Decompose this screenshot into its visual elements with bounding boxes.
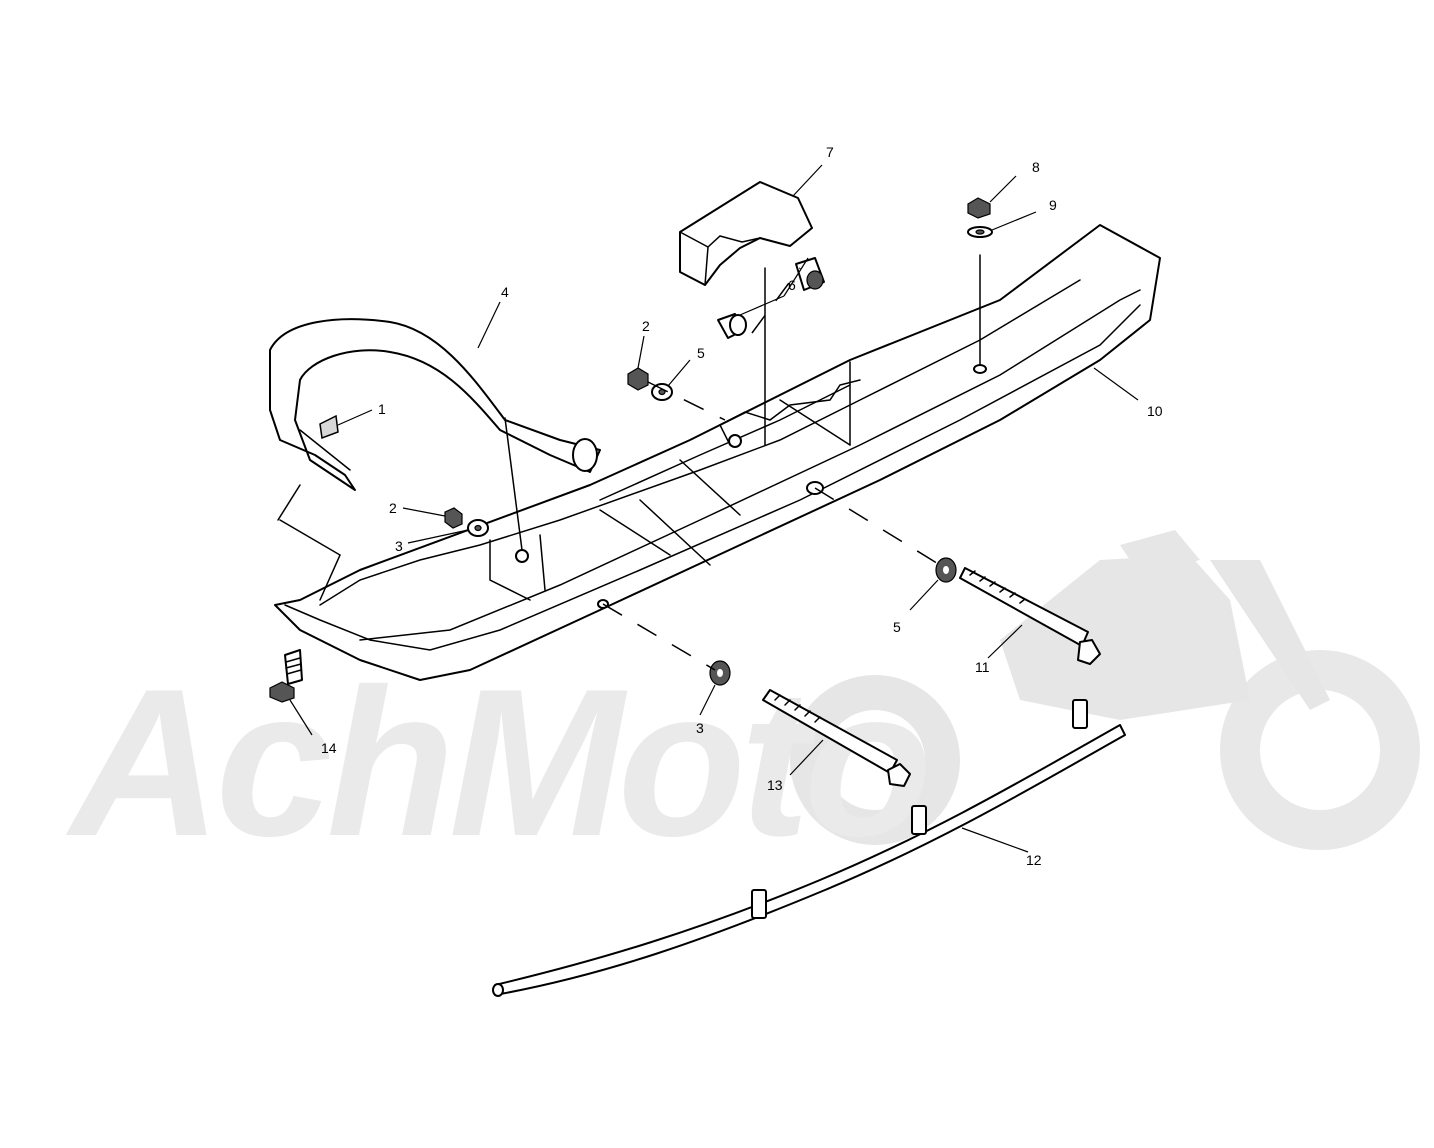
callout-13: 13 <box>767 777 783 793</box>
callouts: 1 2 3 4 2 5 6 7 8 9 10 5 3 11 13 12 14 <box>321 144 1163 868</box>
part-12-wear-bar <box>492 699 1126 997</box>
part-1-clip <box>319 414 339 440</box>
callout-11: 11 <box>975 659 990 675</box>
part-6-bushing-a <box>717 313 747 339</box>
callout-9: 9 <box>1049 197 1057 213</box>
callout-10: 10 <box>1147 403 1163 419</box>
part-5-washer-upper <box>651 383 673 401</box>
part-13-bolt <box>762 689 911 787</box>
callout-5-upper: 5 <box>697 345 705 361</box>
callout-6: 6 <box>788 277 796 293</box>
assembly-lines <box>277 254 981 671</box>
callout-8: 8 <box>1032 159 1040 175</box>
part-10-ski <box>274 224 1161 681</box>
callout-12: 12 <box>1026 852 1042 868</box>
part-9-washer-top <box>967 226 993 238</box>
callout-7: 7 <box>826 144 834 160</box>
part-14-stud <box>269 649 303 703</box>
part-2-nut-lower <box>444 507 463 529</box>
watermark: AchMoto <box>65 530 1420 880</box>
callout-2-upper: 2 <box>642 318 650 334</box>
callout-1: 1 <box>378 401 386 417</box>
callout-4: 4 <box>501 284 509 300</box>
callout-3-center: 3 <box>696 720 704 736</box>
part-11-bolt <box>959 567 1101 665</box>
part-6-bushing-b <box>795 257 825 291</box>
part-2-nut-upper <box>627 367 649 391</box>
leader-lines <box>289 164 1139 853</box>
callout-14: 14 <box>321 740 337 756</box>
part-5-washer-lower <box>935 557 957 583</box>
part-3-washer-center <box>709 660 731 686</box>
callout-5-lower: 5 <box>893 619 901 635</box>
callout-2-lower: 2 <box>389 500 397 516</box>
part-3-washer-lower <box>467 519 489 537</box>
part-8-nut-top <box>967 197 991 219</box>
watermark-text: AchMoto <box>65 645 926 880</box>
callout-3-lower: 3 <box>395 538 403 554</box>
part-4-handle <box>269 318 601 491</box>
part-7-pad <box>679 181 813 286</box>
